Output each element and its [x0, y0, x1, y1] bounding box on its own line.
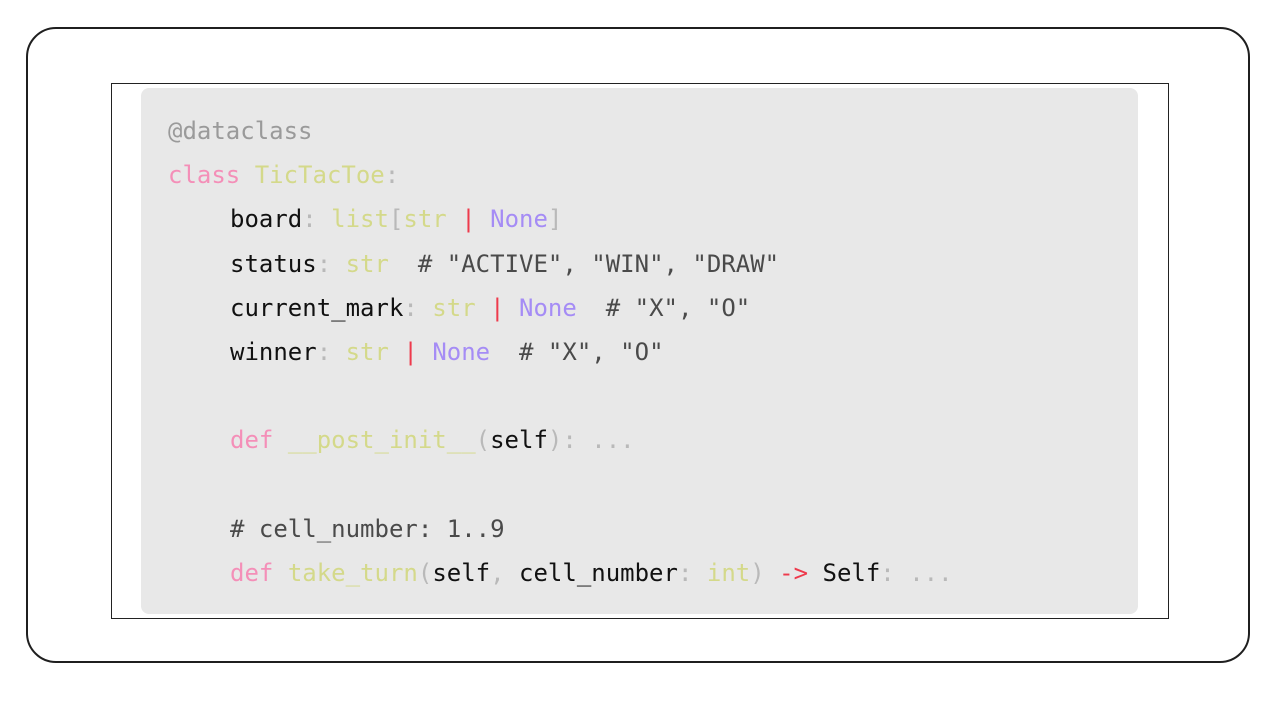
post-init-ellipsis: : ... [562, 426, 635, 455]
class-name: TicTacToe [254, 161, 385, 190]
code-panel [141, 88, 1138, 614]
take-turn-paren-close: ) [750, 558, 765, 587]
code-line-blank-2 [168, 463, 953, 507]
field-board: board [230, 205, 303, 234]
winner-comment: # "X", "O" [519, 337, 664, 366]
return-arrow: -> [779, 558, 809, 587]
code-line-decorator: @dataclass [168, 109, 953, 153]
outer-frame [26, 27, 1250, 663]
winner-type-str: str [345, 337, 389, 366]
class-colon: : [384, 161, 400, 190]
board-colon: : [302, 205, 317, 234]
current-mark-comment: # "X", "O" [605, 293, 751, 322]
field-status: status [230, 249, 317, 278]
winner-colon: : [316, 337, 332, 366]
board-none: None [490, 205, 548, 234]
take-turn-param-cell-number: cell_number [519, 558, 678, 587]
code-line-class: class TicTacToe: [168, 153, 953, 197]
take-turn-param-colon: : [677, 558, 693, 587]
board-type-list: list [331, 205, 389, 234]
status-type-str: str [345, 249, 389, 278]
post-init-paren-close: ) [547, 426, 563, 455]
take-turn-self: self [432, 558, 491, 587]
current-mark-type-str: str [432, 293, 476, 322]
current-mark-pipe: | [490, 293, 505, 322]
return-type-self: Self [822, 558, 881, 587]
field-winner: winner [230, 337, 317, 366]
current-mark-colon: : [403, 293, 418, 322]
post-init-name: __post_init__ [287, 426, 476, 455]
take-turn-def-keyword: def [230, 558, 274, 587]
post-init-self: self [490, 426, 548, 455]
winner-none: None [432, 337, 491, 366]
status-comment: # "ACTIVE", "WIN", "DRAW" [417, 249, 780, 278]
code-line-current-mark: current_mark: str | None # "X", "O" [168, 286, 953, 330]
code-line-blank-1 [168, 374, 953, 418]
winner-pipe: | [403, 337, 418, 366]
board-pipe: | [461, 205, 476, 234]
code-line-winner: winner: str | None # "X", "O" [168, 330, 953, 374]
take-turn-comma: , [490, 558, 505, 587]
take-turn-ellipsis: : ... [880, 558, 953, 587]
code-line-status: status: str # "ACTIVE", "WIN", "DRAW" [168, 242, 953, 286]
take-turn-type-int: int [706, 558, 751, 587]
field-current-mark: current_mark [230, 293, 404, 322]
code-line-take-turn: def take_turn(self, cell_number: int) ->… [168, 551, 953, 595]
status-colon: : [316, 249, 332, 278]
board-type-str: str [403, 205, 447, 234]
post-init-def-keyword: def [230, 426, 274, 455]
decorator-token: @dataclass [168, 117, 313, 145]
code-line-cell-comment: # cell_number: 1..9 [168, 507, 953, 551]
board-bracket-close: ] [547, 205, 563, 234]
code-line-post-init: def __post_init__(self): ... [168, 418, 953, 462]
take-turn-name: take_turn [287, 558, 418, 587]
current-mark-none: None [519, 293, 577, 322]
class-keyword: class [168, 161, 241, 190]
code-line-board: board: list[str | None] [168, 197, 953, 241]
cell-number-comment: # cell_number: 1..9 [230, 514, 505, 543]
post-init-paren-open: ( [475, 426, 491, 455]
take-turn-paren-open: ( [417, 558, 433, 587]
board-bracket-open: [ [388, 205, 404, 234]
